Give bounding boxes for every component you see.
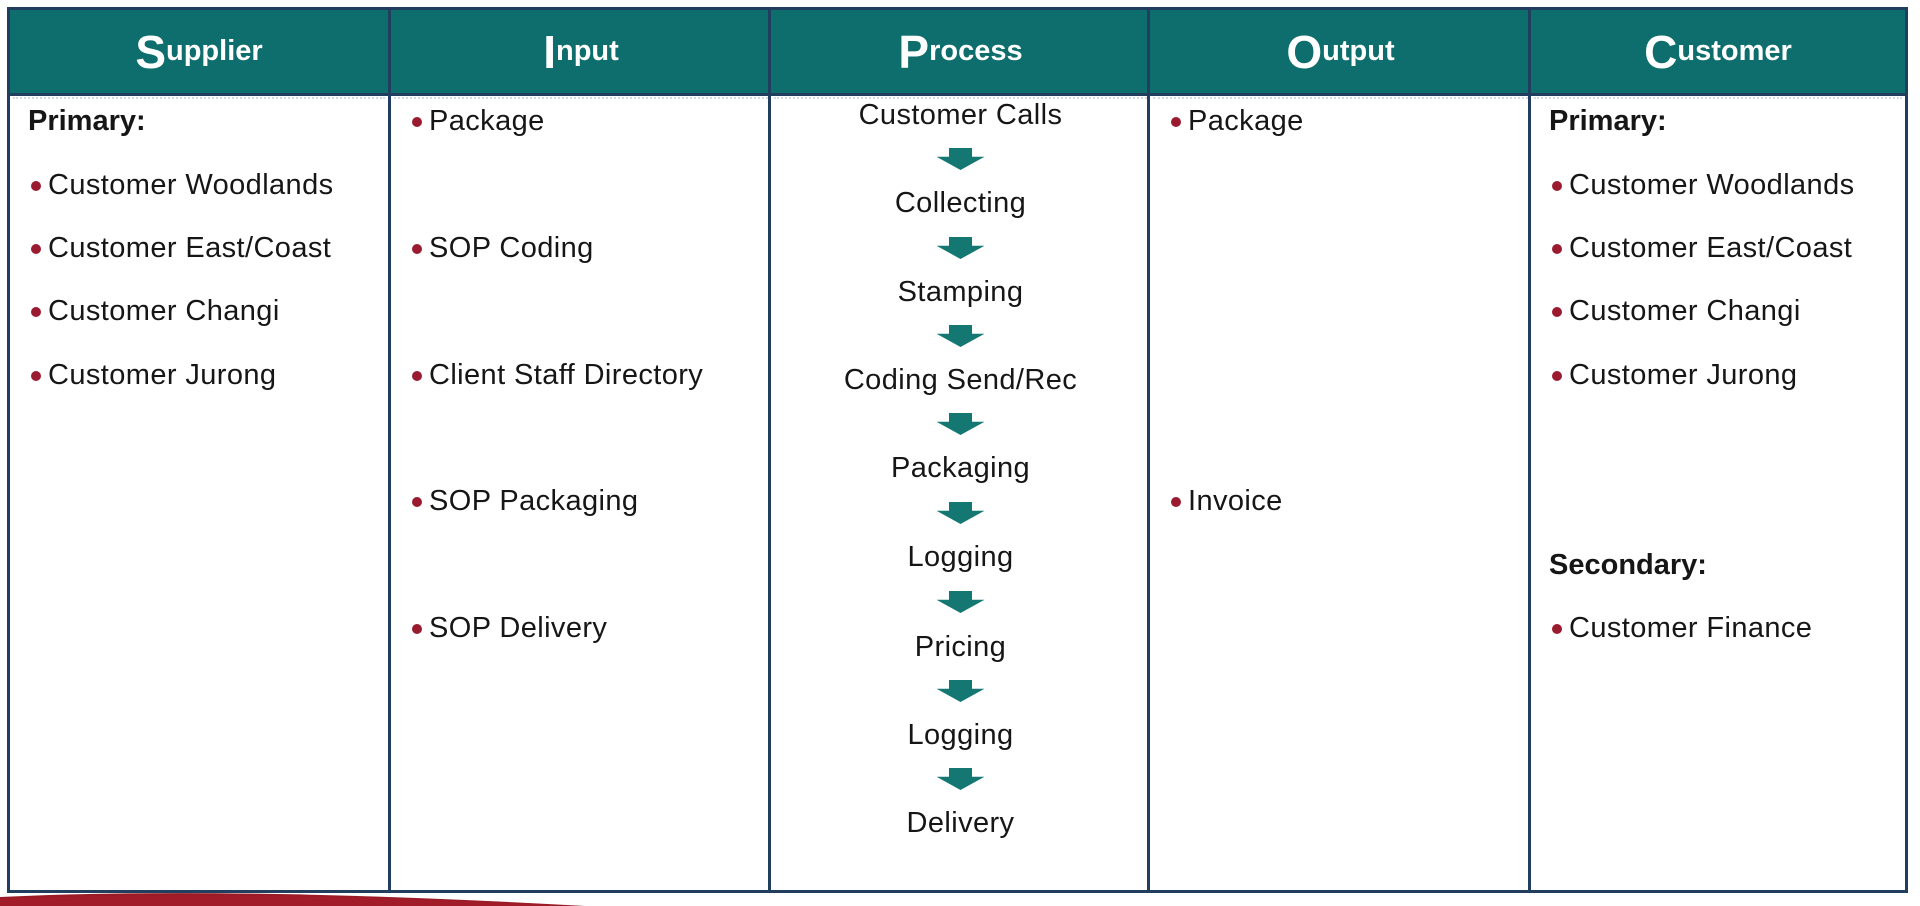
bullet-icon — [1552, 371, 1562, 381]
header-rest: ustomer — [1677, 35, 1792, 67]
list-item-label: SOP Delivery — [429, 612, 608, 644]
list-item-label: Customer Woodlands — [48, 169, 334, 201]
list-item-label: Customer Finance — [1569, 612, 1813, 644]
down-arrow-icon — [936, 237, 985, 259]
list-item: Client Staff Directory — [391, 356, 771, 394]
header-rest: rocess — [929, 35, 1023, 67]
header-rest: upplier — [166, 35, 263, 67]
list-item: SOP Packaging — [391, 482, 771, 520]
header-cap-letter: P — [898, 25, 930, 78]
bullet-icon — [1171, 497, 1181, 507]
bullet-icon — [31, 181, 41, 191]
list-item: Invoice — [1150, 482, 1531, 520]
red-swoosh-decoration — [0, 893, 585, 906]
list-item-label: Customer Changi — [48, 295, 280, 327]
list-item-label: Customer Jurong — [48, 359, 277, 391]
bullet-icon — [31, 307, 41, 317]
customer-primary-label: Primary: — [1549, 105, 1667, 137]
list-item-label: Customer Changi — [1569, 295, 1801, 327]
list-item: Package — [1150, 102, 1531, 140]
list-item: Customer Jurong — [10, 356, 388, 394]
customer-secondary-label: Secondary: — [1549, 549, 1707, 581]
bullet-icon — [1552, 244, 1562, 254]
list-item-label: Customer East/Coast — [1569, 232, 1853, 264]
list-item-label: Package — [429, 105, 545, 137]
header-rest: nput — [555, 35, 619, 67]
bullet-icon — [412, 244, 422, 254]
list-item: Customer Jurong — [1531, 356, 1905, 394]
header-rest: utput — [1322, 35, 1395, 67]
process-step: Collecting — [894, 187, 1027, 219]
header-cap-letter: C — [1644, 25, 1678, 78]
list-item-label: Customer Woodlands — [1569, 169, 1855, 201]
process-body: Customer Calls Collecting Stamping Codin… — [771, 96, 1150, 890]
bullet-icon — [1552, 181, 1562, 191]
list-item: Customer East/Coast — [1531, 229, 1905, 267]
process-step: Coding Send/Rec — [843, 364, 1078, 396]
list-item-label: SOP Packaging — [429, 485, 639, 517]
bullet-icon — [31, 371, 41, 381]
list-item: SOP Delivery — [391, 609, 771, 647]
supplier-primary-label: Primary: — [28, 105, 146, 137]
down-arrow-icon — [936, 502, 985, 524]
list-item-label: Customer East/Coast — [48, 232, 332, 264]
bullet-icon — [412, 624, 422, 634]
bullet-icon — [31, 244, 41, 254]
list-item: Customer Finance — [1531, 609, 1905, 647]
process-step: Customer Calls — [858, 99, 1063, 131]
process-step: Pricing — [914, 631, 1007, 663]
bullet-icon — [1552, 624, 1562, 634]
header-cap-letter: I — [543, 25, 556, 78]
down-arrow-icon — [936, 148, 985, 170]
list-item: SOP Coding — [391, 229, 771, 267]
list-item-label: SOP Coding — [429, 232, 594, 264]
bullet-icon — [412, 117, 422, 127]
list-item: Customer East/Coast — [10, 229, 388, 267]
process-step: Logging — [907, 719, 1014, 751]
process-step: Logging — [907, 541, 1014, 573]
list-item-label: Package — [1188, 105, 1304, 137]
list-item: Customer Changi — [10, 292, 388, 330]
bullet-icon — [412, 497, 422, 507]
supplier-body: Primary: Customer Woodlands Customer Eas… — [10, 96, 388, 890]
list-item: Customer Woodlands — [1531, 166, 1905, 204]
customer-body: Primary: Customer Woodlands Customer Eas… — [1531, 96, 1905, 890]
output-body: Package Invoice — [1150, 96, 1531, 890]
down-arrow-icon — [936, 325, 985, 347]
down-arrow-icon — [936, 680, 985, 702]
list-item-label: Client Staff Directory — [429, 359, 704, 391]
bullet-icon — [1171, 117, 1181, 127]
process-step: Delivery — [906, 807, 1015, 839]
bullet-icon — [1552, 307, 1562, 317]
process-step: Packaging — [890, 452, 1031, 484]
header-cap-letter: O — [1286, 25, 1323, 78]
down-arrow-icon — [936, 591, 985, 613]
input-body: Package SOP Coding Client Staff Director… — [391, 96, 771, 890]
bullet-icon — [412, 371, 422, 381]
list-item-label: Invoice — [1188, 485, 1283, 517]
list-item-label: Customer Jurong — [1569, 359, 1798, 391]
list-item: Package — [391, 102, 771, 140]
down-arrow-icon — [936, 768, 985, 790]
list-item: Customer Woodlands — [10, 166, 388, 204]
process-step: Stamping — [897, 276, 1024, 308]
list-item: Customer Changi — [1531, 292, 1905, 330]
header-cap-letter: S — [135, 25, 166, 78]
down-arrow-icon — [936, 413, 985, 435]
